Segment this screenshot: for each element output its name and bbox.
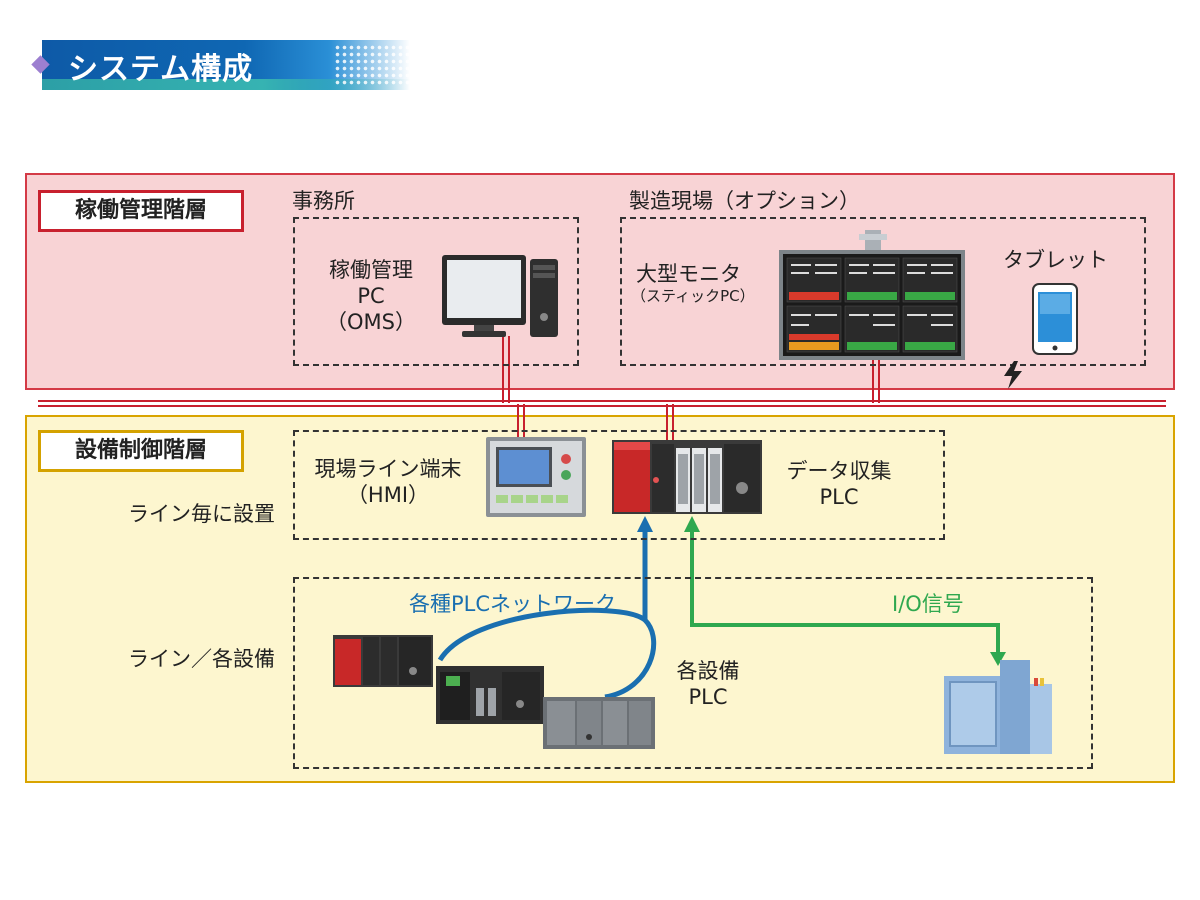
collector-plc-line1: データ収集: [786, 459, 892, 483]
hmi-label-line2: （HMI）: [346, 483, 430, 507]
equipment-plc-icon-2: [436, 666, 544, 724]
plc-network-line: [437, 516, 657, 700]
hmi-label: 現場ライン端末 （HMI）: [300, 456, 476, 508]
oms-pc-line2: PC: [357, 284, 385, 308]
line-terminal-box: [293, 430, 945, 540]
equipment-box: [293, 577, 1093, 769]
pc-connector: [502, 336, 510, 403]
line-equipment-label: ライン／各設備: [128, 647, 275, 671]
hmi-connector: [517, 404, 525, 438]
wireless-icon: [1004, 361, 1022, 389]
title-banner: [42, 40, 410, 90]
office-label: 事務所: [292, 189, 355, 213]
hmi-terminal-icon: [486, 437, 586, 517]
each-equipment-plc-label: 各設備 PLC: [658, 658, 758, 710]
equipment-plc-icon-3: [543, 697, 655, 749]
control-layer-label: 設備制御階層: [38, 430, 244, 472]
collector-plc-icon: [612, 440, 762, 514]
line-install-label: ライン毎に設置: [128, 502, 275, 526]
collector-plc-label: データ収集 PLC: [779, 458, 899, 510]
oms-pc-line3: （OMS）: [326, 310, 416, 334]
monitor-title: 大型モニタ: [636, 262, 741, 286]
office-box: [293, 217, 579, 366]
oms-pc-label: 稼働管理 PC （OMS）: [312, 257, 430, 335]
tablet-icon: [1032, 283, 1078, 355]
inter-layer-bus: [38, 400, 1166, 407]
machine-icon: [944, 660, 1052, 754]
title-banner-strip: [42, 79, 410, 90]
monitor-subtitle: （スティックPC）: [631, 287, 755, 305]
factory-box: [620, 217, 1146, 366]
plc-connector: [666, 404, 674, 444]
page-title: システム構成: [68, 52, 254, 87]
large-monitor-icon: [779, 230, 965, 360]
management-layer-label: 稼働管理階層: [38, 190, 244, 232]
each-equipment-line1: 各設備: [676, 659, 740, 683]
tablet-label: タブレット: [1003, 248, 1108, 272]
each-equipment-line2: PLC: [688, 685, 728, 709]
network-label: 各種PLCネットワーク: [409, 592, 617, 616]
desktop-pc-icon: [442, 255, 558, 337]
io-signal-label: I/O信号: [892, 592, 964, 616]
equipment-plc-icon-1: [333, 635, 433, 687]
oms-pc-line1: 稼働管理: [329, 258, 413, 282]
collector-plc-line2: PLC: [819, 485, 859, 509]
hmi-label-line1: 現場ライン端末: [314, 457, 462, 481]
factory-label: 製造現場（オプション）: [629, 189, 860, 213]
title-banner-dots: [334, 44, 410, 86]
io-signal-line: [684, 516, 1006, 666]
